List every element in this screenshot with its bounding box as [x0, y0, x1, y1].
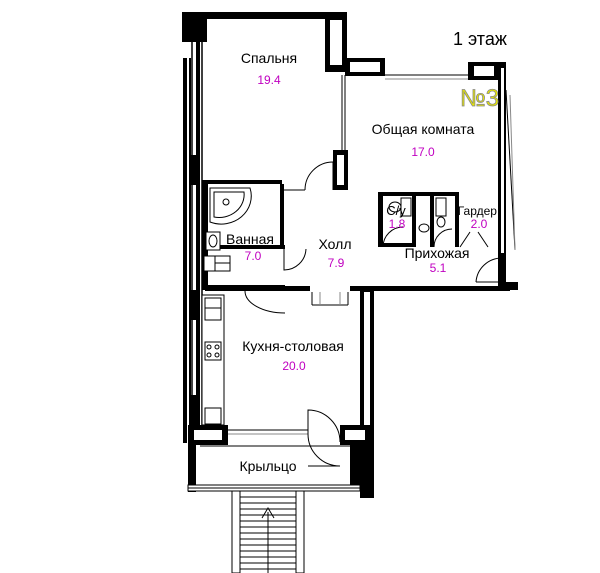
entrance-walls: [475, 255, 518, 290]
living-room-walls: [345, 58, 516, 262]
kitchen-right-wall: [360, 286, 374, 498]
hall-kitchen-divider: [205, 286, 510, 314]
floor-label: 1 этаж: [453, 29, 507, 49]
room-name-hall: Холл: [319, 236, 352, 252]
room-area-living: 17.0: [411, 145, 435, 159]
room-name-bedroom: Спальня: [241, 50, 297, 66]
room-area-wc: 1.8: [389, 217, 406, 231]
kitchen-bottom-wall: [188, 409, 370, 467]
boiler-icon: [203, 255, 231, 272]
room-area-wardrobe: 2.0: [471, 217, 488, 231]
bedroom-top-wall: [182, 12, 347, 72]
room-area-bedroom: 19.4: [257, 73, 281, 87]
kitchen-counter: [201, 294, 225, 426]
sink-icon: [418, 223, 430, 233]
room-area-kitchen: 20.0: [282, 359, 306, 373]
room-area-bathroom: 7.0: [245, 249, 262, 263]
sink-icon: [205, 231, 221, 251]
room-name-wardrobe: Гардер.: [458, 204, 501, 218]
wc-wardrobe-block: [378, 192, 489, 248]
bedroom-living-partition: [333, 75, 348, 190]
room-area-hall: 7.9: [328, 256, 345, 270]
room-name-porch: Крыльцо: [239, 458, 296, 474]
stove-icon: [204, 341, 222, 361]
room-name-kitchen: Кухня-столовая: [242, 338, 344, 354]
left-exterior-wall: [183, 13, 203, 445]
bathtub-icon: [209, 187, 252, 225]
stairs: [231, 490, 305, 573]
toilet-icon: [388, 197, 412, 217]
unit-number: №3: [460, 85, 499, 112]
room-name-wc: С/у: [386, 203, 406, 218]
porch: [187, 440, 361, 492]
room-name-living: Общая комната: [372, 121, 475, 137]
room-name-bathroom: Ванная: [226, 231, 274, 247]
toilet-icon: [435, 197, 447, 228]
bedroom-bottom-wall: [202, 161, 334, 191]
room-area-entrance: 5.1: [430, 261, 447, 275]
room-name-entrance: Прихожая: [405, 245, 470, 261]
